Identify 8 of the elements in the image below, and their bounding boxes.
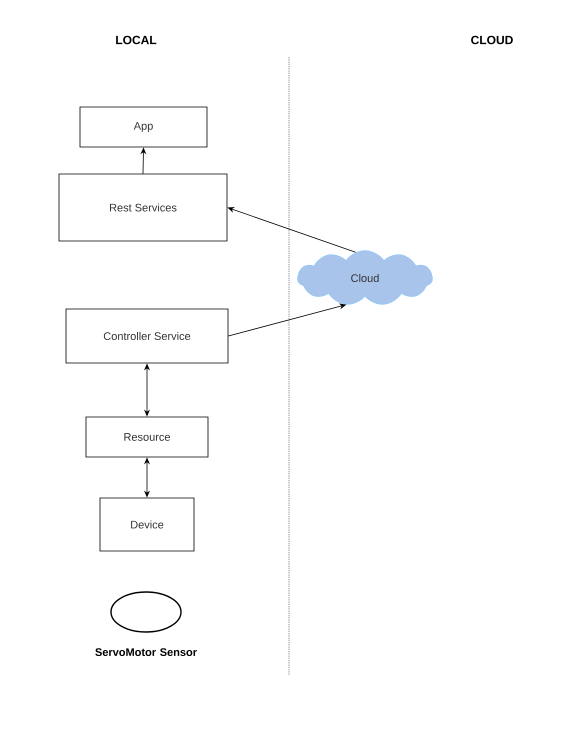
process-box: Controller Service xyxy=(66,308,228,364)
process-box: Rest Services xyxy=(58,174,228,242)
node-label: ServoMotor Sensor xyxy=(95,648,197,656)
process-box: Resource xyxy=(86,416,208,458)
process-box: App xyxy=(80,106,208,148)
column-heading: LOCAL xyxy=(116,36,156,44)
column-heading: CLOUD xyxy=(471,36,513,44)
process-box: Device xyxy=(100,498,194,552)
